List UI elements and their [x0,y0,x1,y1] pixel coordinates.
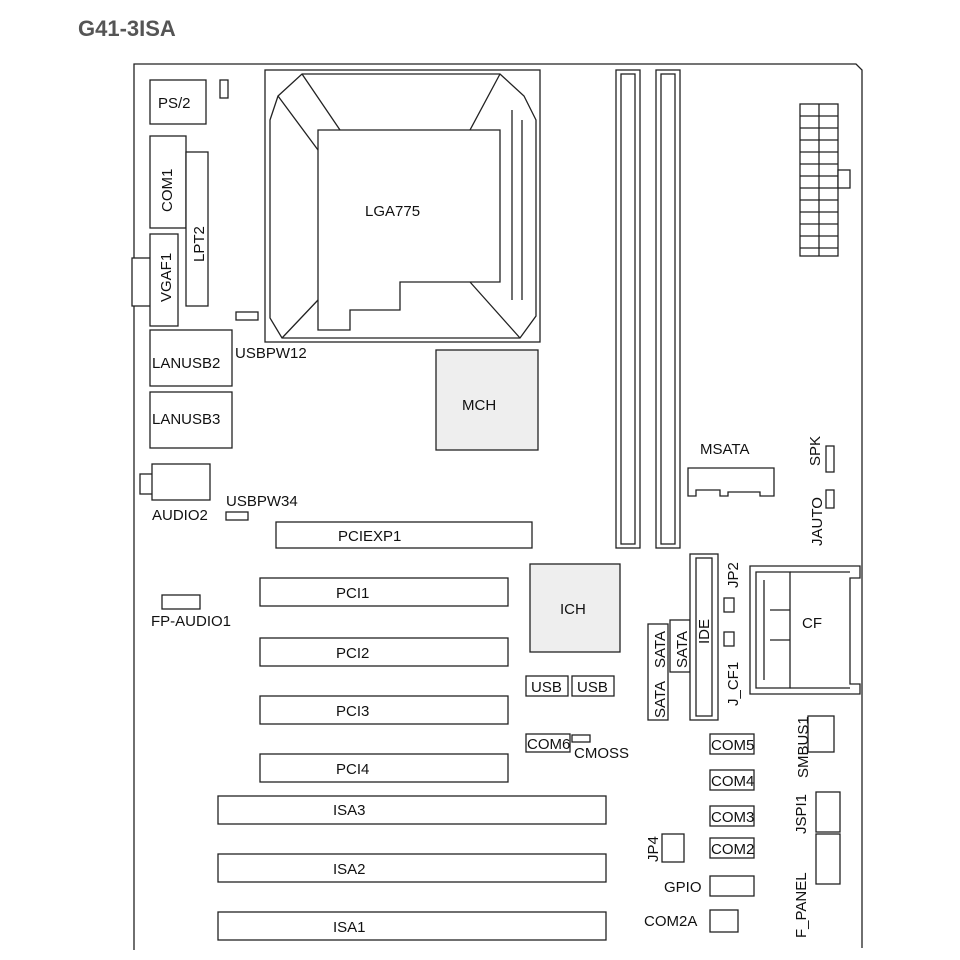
mch-label: MCH [462,397,496,414]
mch-chip [435,349,539,451]
cf-slot [749,565,861,695]
spk-label: SPK [807,436,824,466]
cmoss-jumper [571,734,591,743]
pci1-label: PCI1 [336,585,369,602]
isa1-label: ISA1 [333,919,366,936]
lpt2-connector [185,151,209,307]
ich-chip [529,563,621,653]
usbpw34-label: USBPW34 [226,493,298,510]
jspi1-label: JSPI1 [793,794,810,834]
ich-label: ICH [560,601,586,618]
board-title: G41-3ISA [78,16,176,41]
usbpw12-jumper [235,311,259,321]
usbpw34-jumper [225,511,249,521]
ide-label: IDE [696,619,713,644]
pci4-slot [259,753,509,783]
lanusb3-label: LANUSB3 [152,411,220,428]
jp2-jumper [723,597,735,613]
usb-b-label: USB [577,679,608,696]
usb-a-label: USB [531,679,562,696]
lpt2-label: LPT2 [191,226,208,262]
pci2-slot [259,637,509,667]
com1-connector [149,135,187,229]
smbus1-header [807,715,835,753]
j-cf1-jumper [723,631,735,647]
cmoss-label: CMOSS [574,745,629,762]
jp4-jumper [661,833,685,863]
com6-header [525,733,571,753]
pci2-label: PCI2 [336,645,369,662]
smbus1-label: SMBUS1 [795,716,812,778]
sata-c-label: SATA [652,631,669,668]
jauto-jumper [825,489,835,509]
f-panel-header [815,833,841,885]
jp2-label: JP2 [725,562,742,588]
j-cf1-label: J_CF1 [725,662,742,706]
com5-header [709,733,755,755]
sata-b-label: SATA [674,631,691,668]
isa1-slot [217,911,607,941]
vgaf1-label: VGAF1 [158,253,175,302]
ide-connector-inner [695,557,713,717]
com5-label: COM5 [711,737,754,754]
atx-power-connector [799,103,851,257]
cpu-socket [264,69,541,343]
com3-label: COM3 [711,809,754,826]
sata-a-label: SATA [652,681,669,718]
gpio-header [709,875,755,897]
pci1-slot [259,577,509,607]
spk-header [825,445,835,473]
pci4-label: PCI4 [336,761,369,778]
fp-audio1-label: FP-AUDIO1 [151,613,231,630]
f-panel-label: F_PANEL [793,872,810,938]
board-outline [133,63,863,950]
com4-header [709,769,755,791]
pciexp1-slot [275,521,533,549]
cf-label: CF [802,615,822,632]
lanusb2-label: LANUSB2 [152,355,220,372]
jumper-ps2 [219,79,229,99]
com1-label: COM1 [159,169,176,212]
pci3-label: PCI3 [336,703,369,720]
isa2-slot [217,853,607,883]
vgaf1-connector [149,233,179,327]
isa3-label: ISA3 [333,802,366,819]
pci3-slot [259,695,509,725]
com2a-header [709,909,739,933]
lanusb2-connector [149,329,233,387]
dimm-slot-2-inner [660,73,676,545]
com3-header [709,805,755,827]
lanusb3-connector [149,391,233,449]
usbpw12-label: USBPW12 [235,345,307,362]
jspi1-header [815,791,841,833]
lga775-label: LGA775 [365,203,420,220]
msata-label: MSATA [700,441,749,458]
isa2-label: ISA2 [333,861,366,878]
com2-label: COM2 [711,841,754,858]
usb-header-b [571,675,615,697]
com6-label: COM6 [527,736,570,753]
sata-port-a [647,623,669,721]
isa3-slot [217,795,607,825]
ps2-connector [149,79,207,125]
audio2-connector [151,463,211,501]
com2-header [709,837,755,859]
gpio-label: GPIO [664,879,702,896]
ps2-label: PS/2 [158,95,191,112]
fp-audio1-header [161,594,201,610]
msata-connector [687,467,775,497]
dimm-slot-1-inner [620,73,636,545]
jauto-label: JAUTO [809,497,826,546]
usb-header-a [525,675,569,697]
com2a-label: COM2A [644,913,697,930]
jp4-label: JP4 [645,836,662,862]
com4-label: COM4 [711,773,754,790]
pciexp1-label: PCIEXP1 [338,528,401,545]
audio2-label: AUDIO2 [152,507,208,524]
